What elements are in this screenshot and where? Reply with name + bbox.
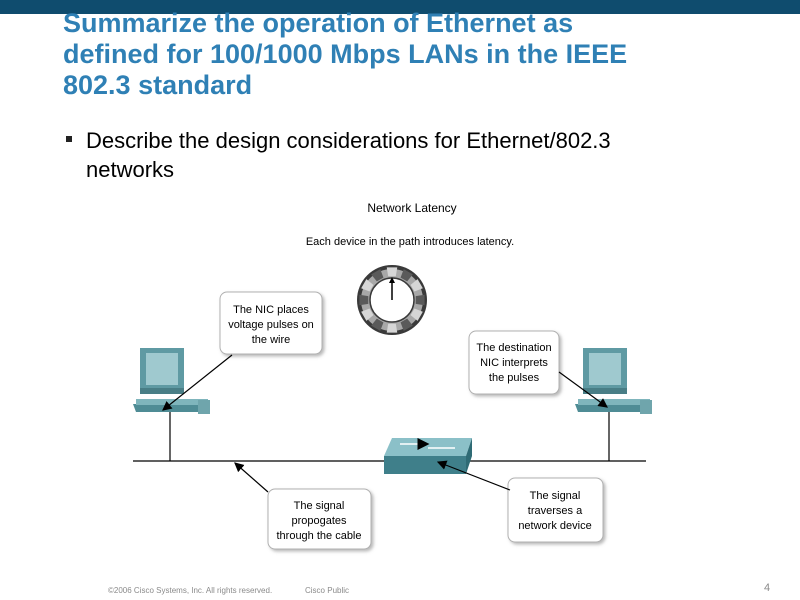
- bullet-line: networks: [86, 155, 746, 184]
- footer-classification: Cisco Public: [305, 586, 349, 595]
- callout-line: the pulses: [489, 372, 540, 384]
- callout-nic: The NIC places voltage pulses on the wir…: [220, 292, 322, 354]
- network-latency-diagram: Network Latency Each device in the path …: [0, 190, 800, 570]
- callout-cable: The signal propogates through the cable: [268, 489, 371, 549]
- callout-destination: The destination NIC interprets the pulse…: [469, 331, 559, 394]
- arrow-device: [438, 462, 510, 490]
- callout-line: The signal: [530, 490, 581, 502]
- diagram-subheading: Each device in the path introduces laten…: [306, 236, 514, 248]
- bullet-line: Describe the design considerations for E…: [86, 126, 746, 155]
- page-number: 4: [764, 582, 770, 594]
- callout-line: through the cable: [276, 530, 361, 542]
- footer-copyright: ©2006 Cisco Systems, Inc. All rights res…: [108, 586, 272, 595]
- callout-line: The signal: [294, 500, 345, 512]
- callout-line: The NIC places: [233, 304, 309, 316]
- callout-line: NIC interprets: [480, 357, 548, 369]
- callout-line: network device: [518, 520, 591, 532]
- switch-icon: [384, 438, 472, 474]
- clock-segment: [359, 295, 368, 306]
- title-line: defined for 100/1000 Mbps LANs in the IE…: [63, 39, 783, 70]
- callout-line: traverses a: [528, 505, 583, 517]
- bullet-square-icon: [66, 136, 72, 142]
- callout-line: voltage pulses on: [228, 319, 314, 331]
- callout-line: propogates: [291, 515, 347, 527]
- clock-segment: [387, 324, 398, 333]
- callout-device: The signal traverses a network device: [508, 478, 603, 542]
- slide-title: Summarize the operation of Ethernet as d…: [63, 8, 783, 101]
- clock-icon: [357, 265, 427, 335]
- callout-line: the wire: [252, 334, 291, 346]
- bullet-text: Describe the design considerations for E…: [86, 126, 746, 184]
- arrow-cable: [235, 463, 268, 492]
- diagram-heading: Network Latency: [367, 201, 456, 215]
- clock-segment: [416, 295, 425, 306]
- title-line: 802.3 standard: [63, 70, 783, 101]
- computer-icon: [575, 348, 652, 414]
- callout-line: The destination: [476, 342, 551, 354]
- clock-segment: [387, 267, 398, 276]
- title-line: Summarize the operation of Ethernet as: [63, 8, 783, 39]
